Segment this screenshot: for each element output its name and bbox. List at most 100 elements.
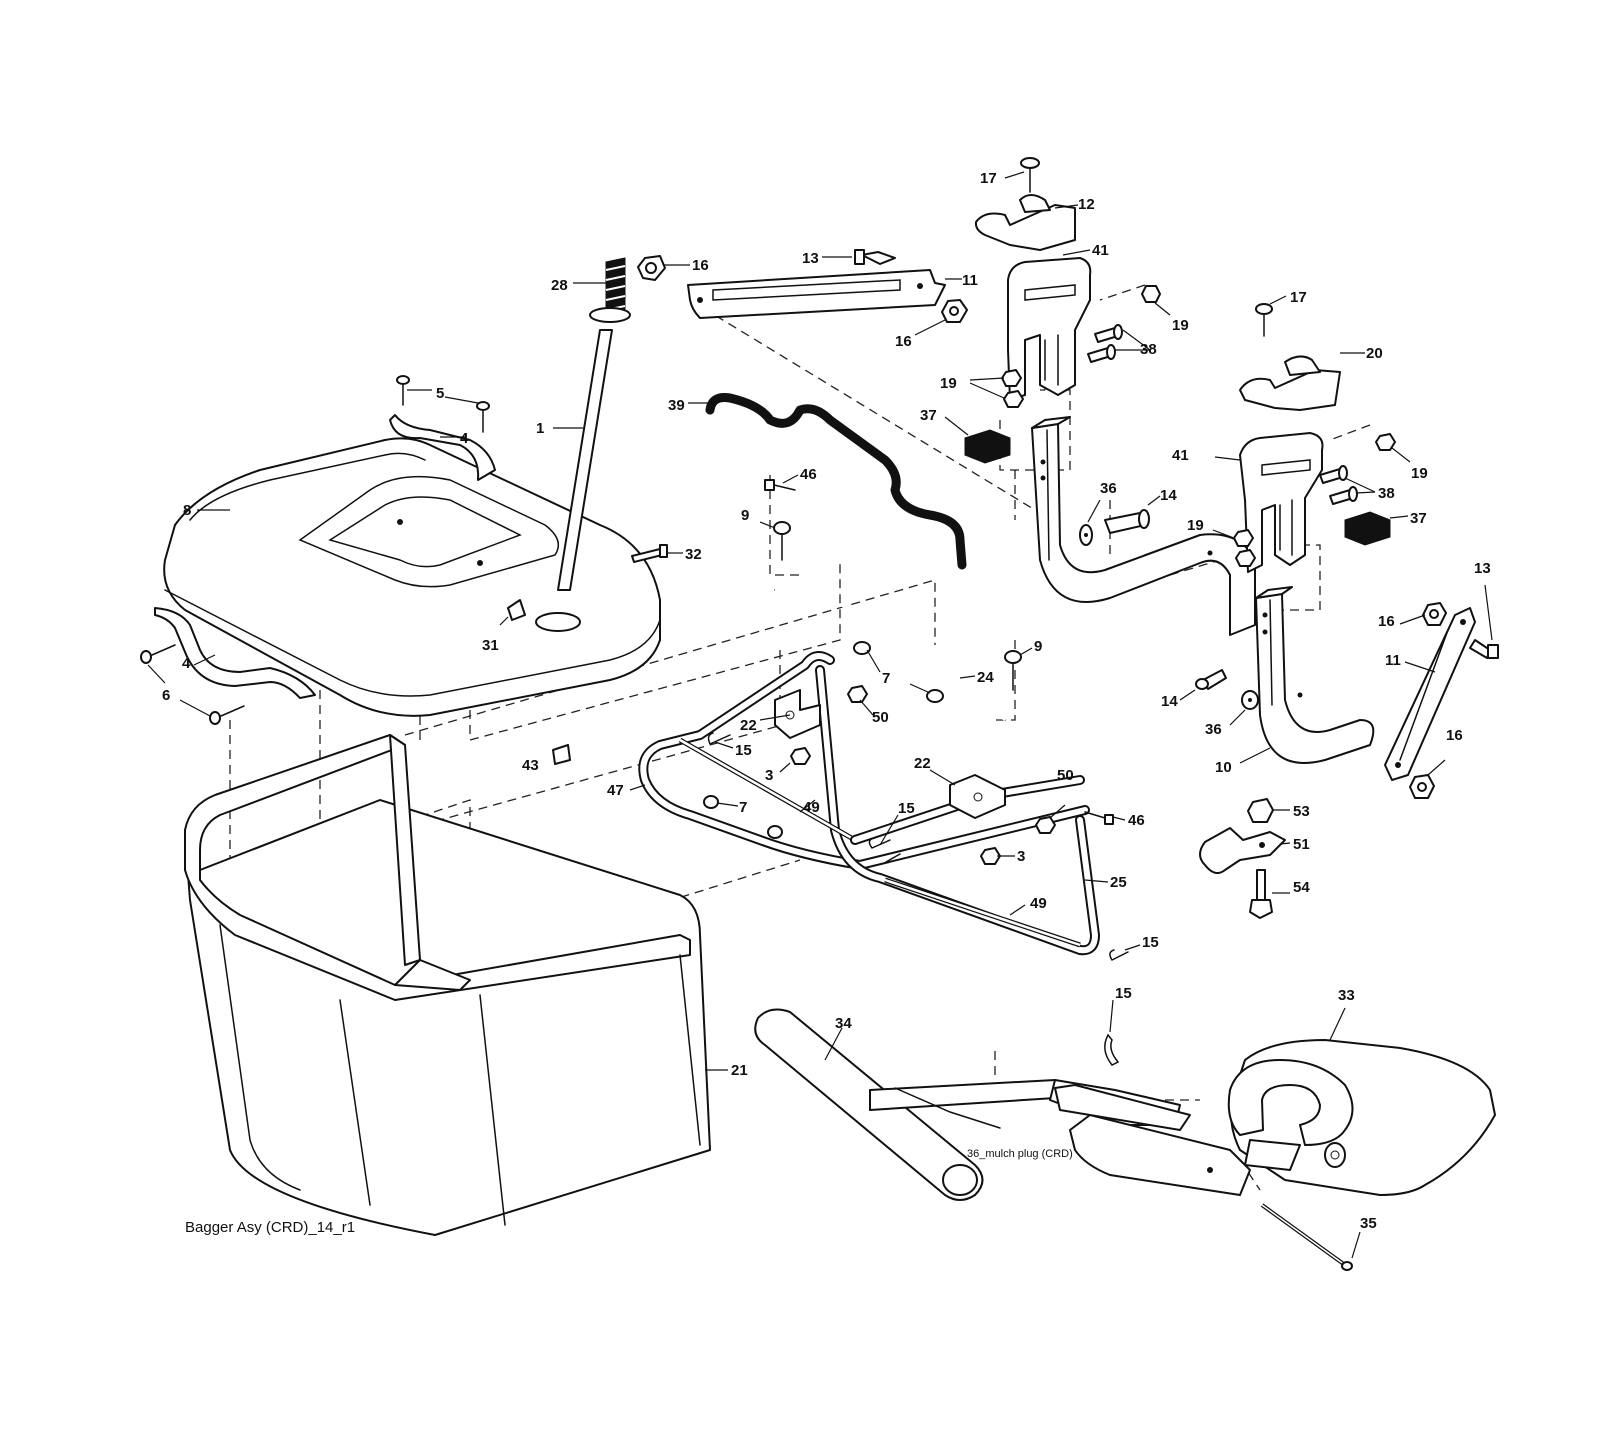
bracket-41-left [1007,249,1092,401]
callout-labels: 1 3 3 4 4 5 6 7 7 8 9 9 10 11 11 12 13 1… [162,170,1491,1232]
lid-handle-top [389,414,496,481]
callout-15-a: 15 [735,742,752,759]
callout-4-b: 4 [182,655,191,672]
pin-15-b [868,814,901,863]
callout-49-b: 49 [1030,895,1047,912]
callout-15-c: 15 [1142,934,1159,951]
callout-21: 21 [731,1062,748,1079]
handle-tube [553,329,613,591]
callout-51: 51 [1293,836,1310,853]
callout-54: 54 [1293,879,1310,896]
mulch-plug-note: 36_mulch plug (CRD) [967,1148,1073,1160]
pin-15-a [707,732,734,749]
callout-37-a: 37 [920,407,937,424]
callout-19-a: 19 [1172,317,1189,334]
callout-3-a: 3 [765,767,773,784]
callout-24: 24 [977,669,994,686]
lid-handle-front [154,607,316,699]
bolt-9-b [1004,647,1033,691]
hose-39 [688,393,967,570]
nut-16-b [914,299,968,336]
mulch-plug [869,1079,1251,1196]
nut-19-d [1375,433,1411,463]
callout-38-b: 38 [1378,485,1395,502]
nut-16-c [1399,602,1447,626]
callout-28: 28 [551,277,568,294]
nut-3-b [980,847,1015,865]
callout-37-b: 37 [1410,510,1427,527]
callout-17-b: 17 [1290,289,1307,306]
callout-13-b: 13 [1474,560,1491,577]
nut-19-c [969,377,1024,408]
callout-46-a: 46 [800,466,817,483]
callout-3-b: 3 [1017,848,1025,865]
callout-32: 32 [685,546,702,563]
bumper-43 [552,744,571,765]
pin-15-c [1109,944,1141,961]
rod-49-upper [678,737,857,843]
callout-22-b: 22 [914,755,931,772]
screw-6-b [147,664,245,725]
deflector-33 [1227,1007,1496,1196]
nut-7-a [853,641,881,673]
nut-53 [1247,798,1290,823]
clamp-20 [1239,352,1365,411]
callout-38-a: 38 [1140,341,1157,358]
callout-47: 47 [607,782,624,799]
bracket-22-a [759,689,821,739]
screw-38-d [1329,477,1376,505]
frame-tube-47 [629,651,1090,870]
screw-5-a [396,375,410,406]
callout-14-a: 14 [1160,487,1177,504]
callout-16-b: 16 [895,333,912,350]
bracket-11-upper [687,269,962,319]
callout-53: 53 [1293,803,1310,820]
clamp-12 [974,194,1079,251]
callout-36-a: 36 [1100,480,1117,497]
callout-19-b: 19 [940,375,957,392]
nut-7-b [909,683,944,703]
bracket-22-b [929,769,1006,819]
callout-36-b: 36 [1205,721,1222,738]
screw-38-a [1094,324,1123,343]
rod-34 [754,1008,984,1201]
callout-7-a: 7 [882,670,890,687]
callout-43: 43 [522,757,539,774]
callout-31: 31 [482,637,499,654]
callout-15-d: 15 [1115,985,1132,1002]
callout-9-b: 9 [1034,638,1042,655]
support-arm-10-lower [1239,586,1375,764]
callout-5: 5 [436,385,444,402]
nut-7-d [767,825,783,839]
bolt-54 [1249,869,1290,919]
callout-14-b: 14 [1161,693,1178,710]
callout-11-a: 11 [962,272,978,289]
handle-grip [573,257,631,323]
bolt-9-a [759,521,791,561]
callout-50-a: 50 [872,709,889,726]
callout-8: 8 [183,502,191,519]
callout-17-a: 17 [980,170,997,187]
nut-19-a [1141,285,1171,316]
rod-24 [774,588,1006,721]
nut-19-f [1212,529,1256,567]
screw-6-a [140,644,176,664]
screw-38-b [1087,329,1151,363]
screw-46-a [764,474,799,491]
callout-4-a: 4 [460,430,469,447]
callout-12: 12 [1078,196,1095,213]
nut-19-b [1001,369,1022,387]
bolt-17-upper [1004,157,1040,193]
nut-50-a [847,685,874,716]
grass-bag [184,734,728,1236]
callout-33: 33 [1338,987,1355,1004]
nut-50-b [1035,804,1066,834]
callout-41-a: 41 [1092,242,1109,259]
bolt-14-lower [1179,669,1227,701]
callout-13-a: 13 [802,250,819,267]
callout-7-b: 7 [739,799,747,816]
callout-16-d: 16 [1446,727,1463,744]
diagram-caption: Bagger Asy (CRD)_14_r1 [185,1219,355,1236]
rod-49-lower [884,877,1081,948]
callout-19-d: 19 [1187,517,1204,534]
